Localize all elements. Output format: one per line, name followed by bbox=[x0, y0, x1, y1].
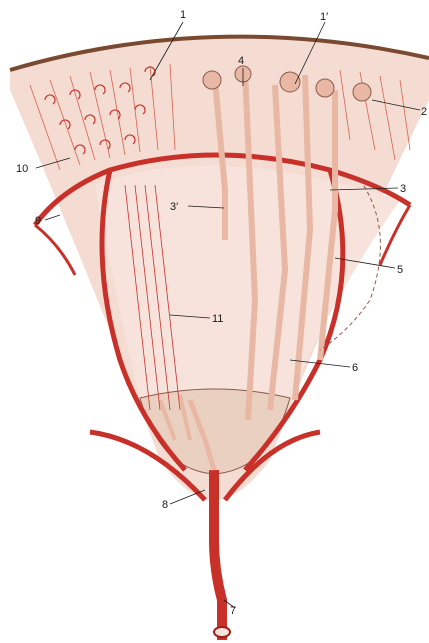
label-4: 4 bbox=[238, 55, 244, 67]
label-1: 1 bbox=[180, 9, 186, 21]
renal-artery-cut-end bbox=[214, 627, 230, 637]
label-2: 2 bbox=[421, 106, 427, 118]
arcuate-branch-left bbox=[35, 225, 75, 275]
label-7: 7 bbox=[230, 605, 236, 617]
label-10: 10 bbox=[16, 163, 28, 175]
label-11: 11 bbox=[212, 313, 223, 325]
label-8: 8 bbox=[162, 499, 168, 511]
label-5: 5 bbox=[397, 264, 403, 276]
label-6: 6 bbox=[352, 362, 358, 374]
label-1-prime: 1′ bbox=[320, 11, 328, 23]
label-9: 9 bbox=[35, 215, 41, 227]
label-3: 3 bbox=[400, 183, 406, 195]
label-3-prime: 3′ bbox=[170, 201, 178, 213]
